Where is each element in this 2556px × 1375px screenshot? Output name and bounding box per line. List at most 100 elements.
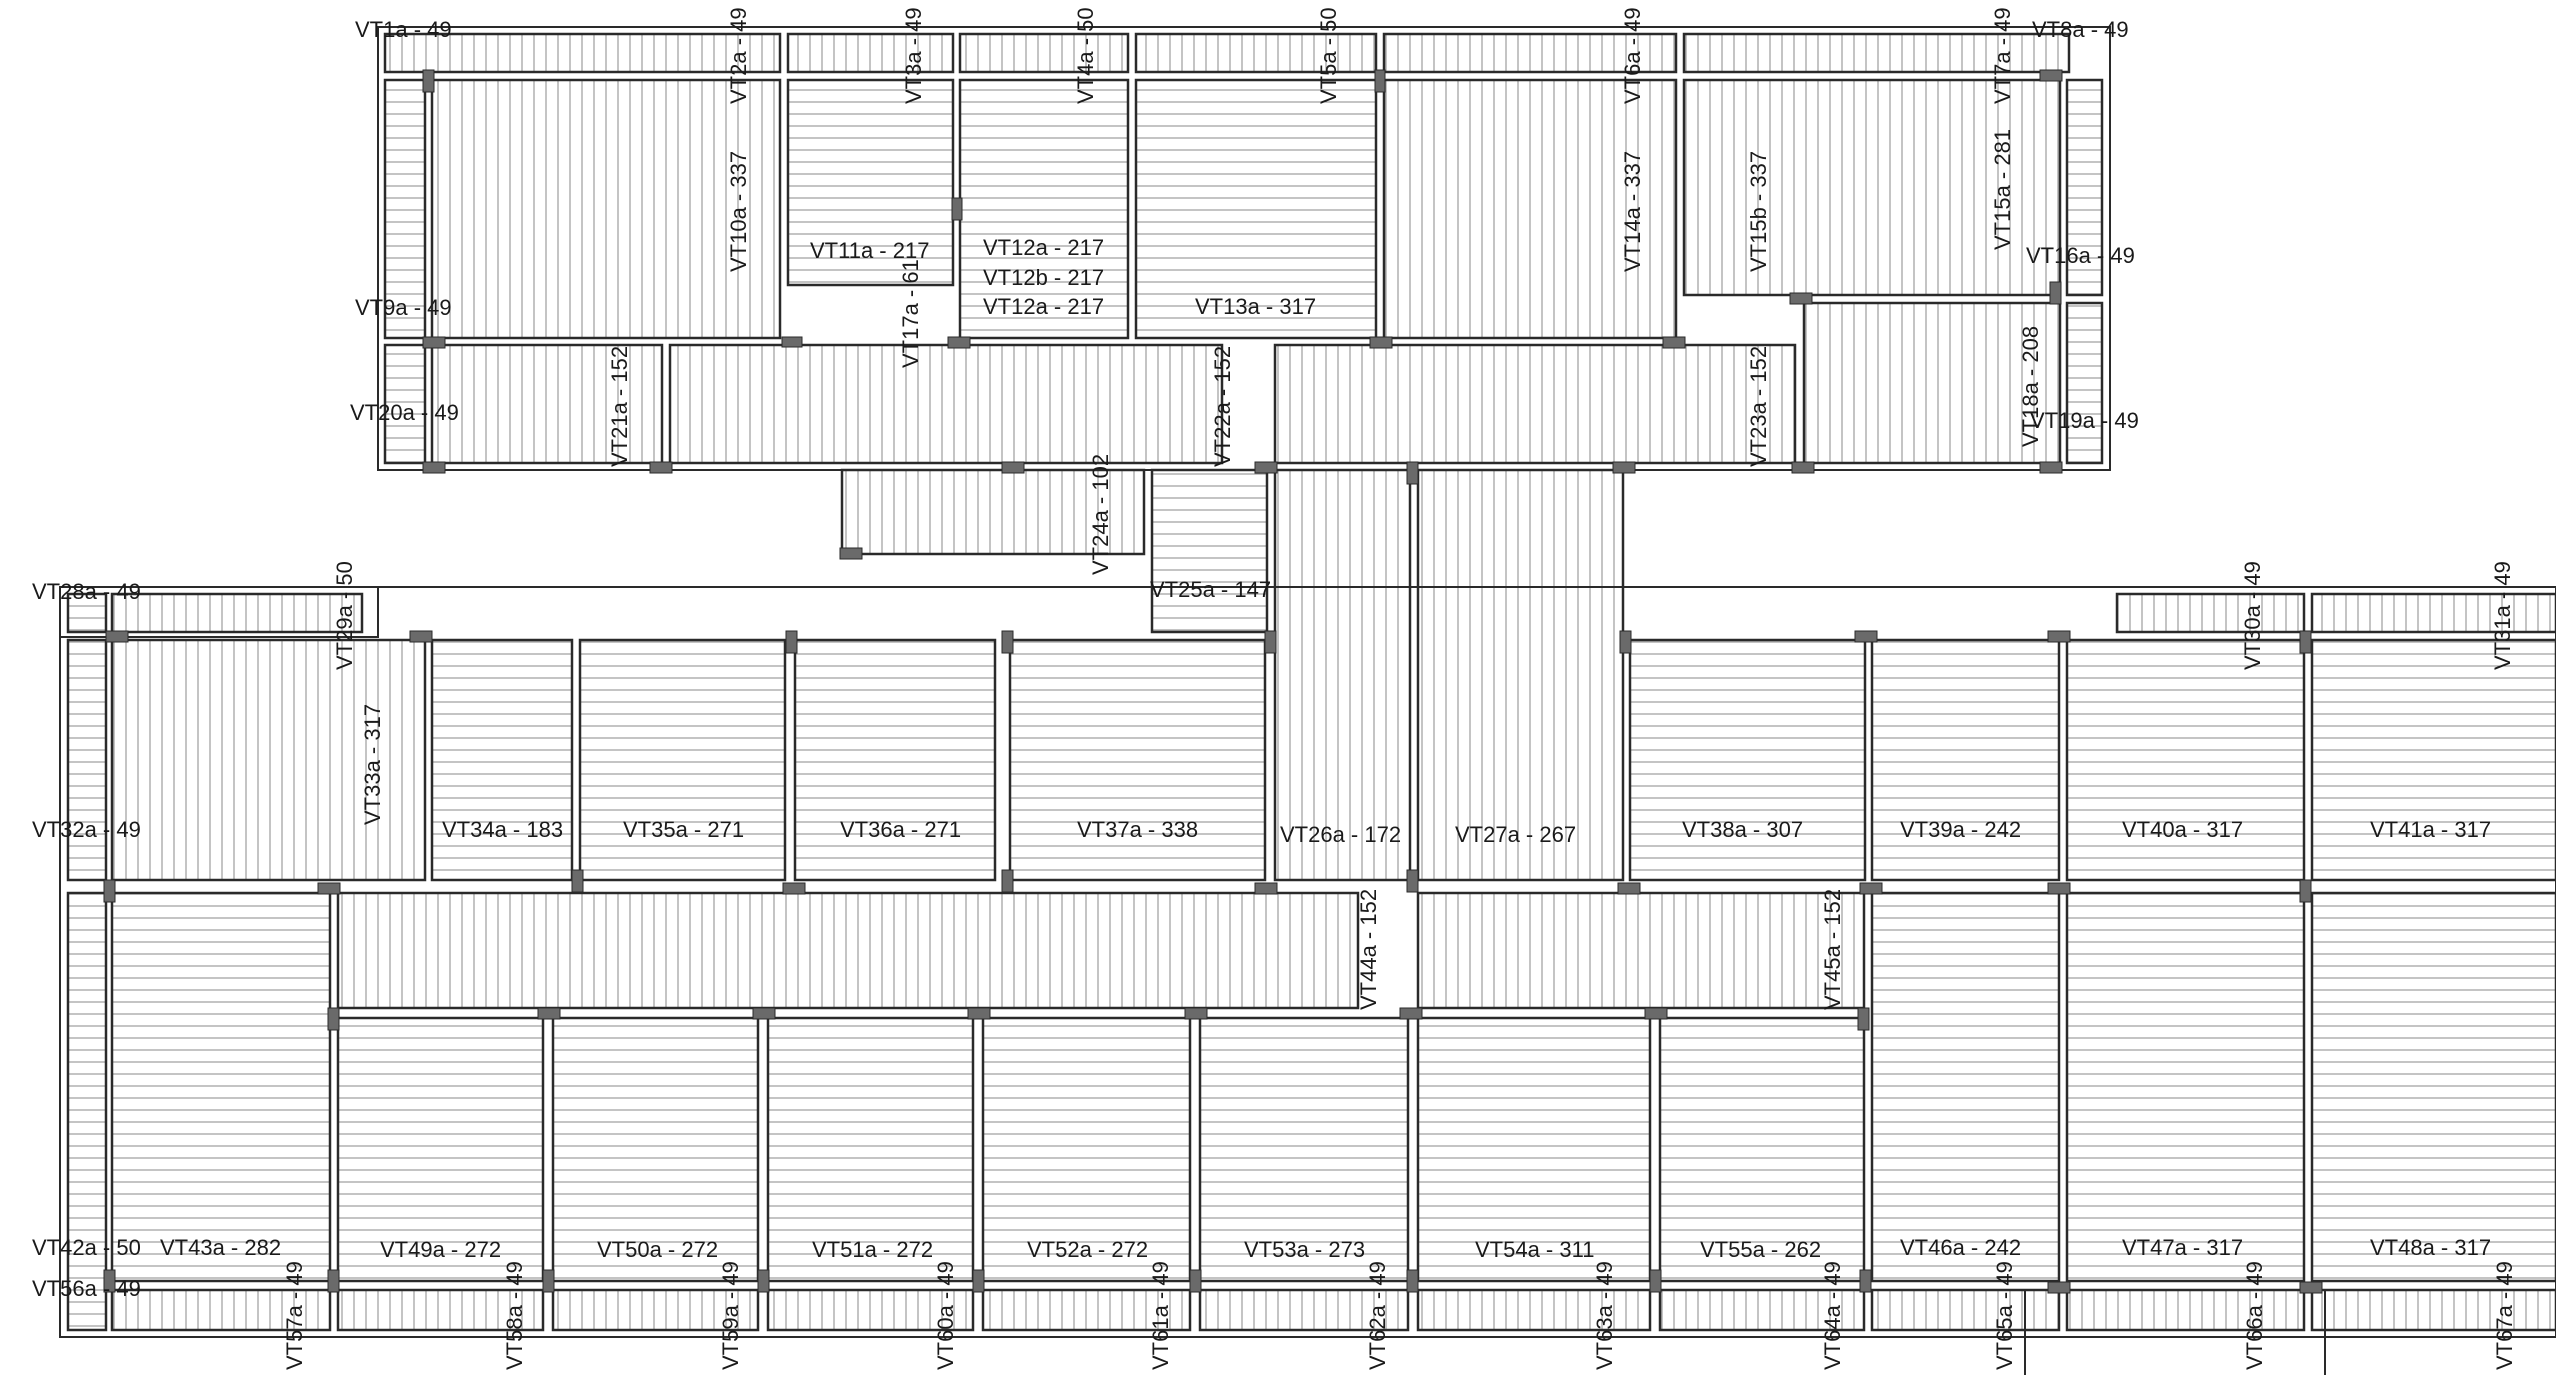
panel: [383, 78, 427, 340]
column: [1001, 869, 1014, 893]
column: [757, 1269, 770, 1293]
column: [2049, 281, 2062, 305]
column: [537, 1007, 561, 1020]
panel: [383, 32, 782, 74]
panel: [551, 1016, 760, 1283]
column: [2039, 461, 2063, 474]
beam-label: VT26a - 172: [1280, 822, 1401, 847]
slab-panels: [66, 32, 2556, 1332]
beam-label: VT46a - 242: [1900, 1235, 2021, 1260]
beam-label: VT56a - 49: [32, 1276, 141, 1301]
beam-label: VT1a - 49: [355, 17, 452, 42]
column: [317, 882, 341, 895]
panel: [110, 592, 364, 634]
outline-upper-block: [377, 26, 2111, 471]
column: [1406, 869, 1419, 893]
column: [1369, 336, 1393, 349]
column: [782, 882, 806, 895]
column: [2299, 1281, 2323, 1294]
column: [2047, 630, 2071, 643]
column: [785, 630, 798, 654]
column: [327, 1007, 340, 1031]
beam-label: VT42a - 50: [32, 1235, 141, 1260]
beam-label: VT15b - 337: [1746, 151, 1771, 272]
beam-label: VT45a - 152: [1820, 889, 1845, 1010]
column: [1612, 461, 1636, 474]
beam-label: VT2a - 49: [726, 7, 751, 104]
beam-label: VT53a - 273: [1244, 1237, 1365, 1262]
panel: [1382, 32, 1678, 74]
panel: [958, 32, 1130, 74]
beam-label: VT24a - 102: [1088, 454, 1113, 575]
beam-label: VT59a - 49: [718, 1261, 743, 1370]
panel: [2065, 78, 2104, 297]
column: [1001, 630, 1014, 654]
column: [1649, 1269, 1662, 1293]
beam-label: VT51a - 272: [812, 1237, 933, 1262]
column: [1859, 882, 1883, 895]
beam-label: VT64a - 49: [1820, 1261, 1845, 1370]
panel: [2310, 638, 2556, 882]
columns: [103, 69, 2323, 1294]
panel: [578, 638, 787, 882]
beam-label: VT49a - 272: [380, 1237, 501, 1262]
panel: [110, 1288, 332, 1332]
beam-label: VT6a - 49: [1620, 7, 1645, 104]
column: [1184, 1007, 1208, 1020]
beam-label: VT41a - 317: [2370, 817, 2491, 842]
panel: [1416, 1288, 1652, 1332]
column: [105, 630, 129, 643]
panel: [1273, 343, 1797, 465]
panel: [430, 343, 664, 465]
column: [1189, 1269, 1202, 1293]
panel: [66, 638, 108, 882]
column: [1854, 630, 1878, 643]
column: [1617, 882, 1641, 895]
column: [103, 1269, 116, 1293]
beam-label: VT44a - 152: [1356, 889, 1381, 1010]
beam-label: VT36a - 271: [840, 817, 961, 842]
panel: [2310, 1288, 2556, 1332]
panel: [2310, 592, 2556, 634]
panel: [1416, 1016, 1652, 1283]
column: [2047, 882, 2071, 895]
column: [1791, 461, 1815, 474]
column: [1399, 1007, 1423, 1020]
column: [542, 1269, 555, 1293]
panel: [2065, 638, 2306, 882]
beam-label: VT18a - 208: [2018, 326, 2043, 447]
outline-left-wing: [59, 586, 379, 638]
column: [1254, 461, 1278, 474]
beam-label: VT16a - 49: [2026, 243, 2135, 268]
beam-label: VT9a - 49: [355, 295, 452, 320]
beam-label: VT21a - 152: [607, 346, 632, 467]
panel: [766, 1288, 975, 1332]
column: [1857, 1007, 1870, 1031]
beam-label: VT38a - 307: [1682, 817, 1803, 842]
column: [1619, 630, 1632, 654]
beam-label: VT58a - 49: [502, 1261, 527, 1370]
beam-label: VT57a - 49: [282, 1261, 307, 1370]
panel: [551, 1288, 760, 1332]
panel: [336, 891, 1360, 1010]
panel: [2310, 891, 2556, 1283]
column: [1374, 69, 1386, 93]
beam-label: VT12a - 217: [983, 235, 1104, 260]
panel: [981, 1288, 1192, 1332]
beam-label: VT5a - 50: [1316, 7, 1341, 104]
panel: [786, 78, 955, 287]
panel: [981, 1016, 1192, 1283]
column: [571, 869, 584, 893]
panel: [1416, 891, 1866, 1010]
column: [422, 461, 446, 474]
beam-label: VT32a - 49: [32, 817, 141, 842]
panel: [430, 78, 782, 340]
column: [327, 1269, 340, 1293]
beam-label: VT28a - 49: [32, 579, 141, 604]
column: [947, 336, 971, 349]
beam-label: VT29a - 50: [332, 561, 357, 670]
column: [1264, 630, 1277, 654]
beam-label: VT3a - 49: [901, 7, 926, 104]
panel: [2065, 301, 2104, 465]
panel: [1870, 891, 2061, 1283]
